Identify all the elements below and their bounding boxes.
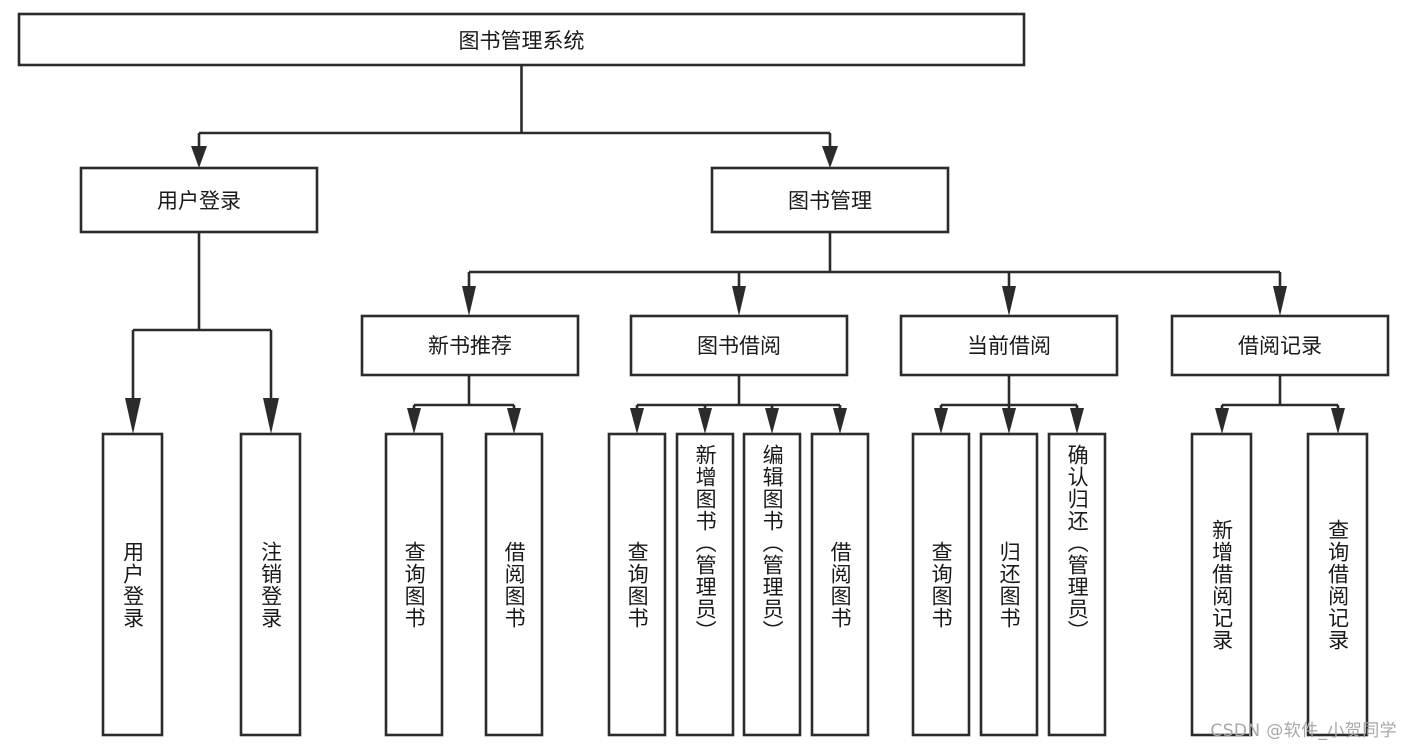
csdn-watermark: CSDN @软件_小贺同学 (1210, 721, 1397, 741)
node-current-borrow-box[interactable] (899, 314, 1119, 377)
node-book-borrow-box[interactable] (629, 314, 849, 377)
node-leaf-borrow-book-2-box[interactable] (810, 432, 870, 737)
arrow-head-leaf-query-book-3 (934, 408, 948, 434)
arrow-head-new-book-rec (462, 286, 476, 316)
arrow-head-leaf-return-book (1002, 408, 1016, 434)
node-root-box[interactable] (17, 12, 1026, 67)
node-book-manage[interactable]: 图书管理 (710, 166, 950, 234)
node-book-manage-box[interactable] (710, 166, 950, 234)
node-leaf-add-book-box[interactable] (675, 432, 735, 737)
node-leaf-borrow-book-1-box[interactable] (484, 432, 544, 737)
arrow-head-current-borrow (1002, 286, 1016, 316)
node-current-borrow[interactable]: 当前借阅 (899, 314, 1119, 377)
node-leaf-query-record-box[interactable] (1306, 432, 1369, 737)
arrow-head-borrow-record (1273, 286, 1287, 316)
node-user-login-label: 用户登录 (157, 189, 241, 213)
node-new-book-rec-label: 新书推荐 (428, 334, 512, 358)
node-leaf-query-book-1-box[interactable] (384, 432, 444, 737)
node-current-borrow-label: 当前借阅 (967, 334, 1051, 358)
node-new-book-rec-box[interactable] (360, 314, 580, 377)
node-borrow-record-label: 借阅记录 (1238, 334, 1322, 358)
node-book-manage-label: 图书管理 (788, 189, 872, 213)
node-book-borrow[interactable]: 图书借阅 (629, 314, 849, 377)
node-borrow-record[interactable]: 借阅记录 (1170, 314, 1390, 377)
node-leaf-user-login-box[interactable] (101, 432, 164, 737)
node-user-login-box[interactable] (79, 166, 319, 234)
node-leaf-add-record-box[interactable] (1190, 432, 1253, 737)
arrow-head-book-borrow (732, 286, 746, 316)
arrow-head-leaf-query-book-2 (630, 408, 644, 434)
arrow-head-leaf-query-book-1 (407, 408, 421, 434)
arrow-head-leaf-logout (263, 398, 279, 434)
node-leaf-return-book-box[interactable] (979, 432, 1039, 737)
arrow-head-leaf-edit-book (765, 408, 779, 434)
arrow-head-leaf-add-record (1215, 408, 1229, 434)
arrow-head-leaf-user-login (125, 398, 141, 434)
node-new-book-rec[interactable]: 新书推荐 (360, 314, 580, 377)
connector-layer (125, 65, 1345, 434)
arrow-head-leaf-add-book (698, 408, 712, 434)
node-borrow-record-box[interactable] (1170, 314, 1390, 377)
arrow-head-leaf-confirm-return (1070, 408, 1084, 434)
arrow-head-leaf-query-record (1331, 408, 1345, 434)
leaf-box-layer (101, 432, 1369, 737)
node-leaf-query-book-2-box[interactable] (607, 432, 667, 737)
node-book-borrow-label: 图书借阅 (697, 334, 781, 358)
node-root[interactable]: 图书管理系统 (17, 12, 1026, 67)
node-leaf-confirm-return-box[interactable] (1047, 432, 1107, 737)
node-leaf-logout-box[interactable] (239, 432, 302, 737)
arrow-head-book-manage (822, 146, 838, 168)
arrow-head-leaf-borrow-book-1 (507, 408, 521, 434)
node-user-login[interactable]: 用户登录 (79, 166, 319, 234)
node-leaf-edit-book-box[interactable] (742, 432, 802, 737)
arrow-head-leaf-borrow-book-2 (833, 408, 847, 434)
arrow-head-user-login (191, 146, 207, 168)
node-root-label: 图书管理系统 (459, 29, 585, 53)
node-leaf-query-book-3-box[interactable] (911, 432, 971, 737)
